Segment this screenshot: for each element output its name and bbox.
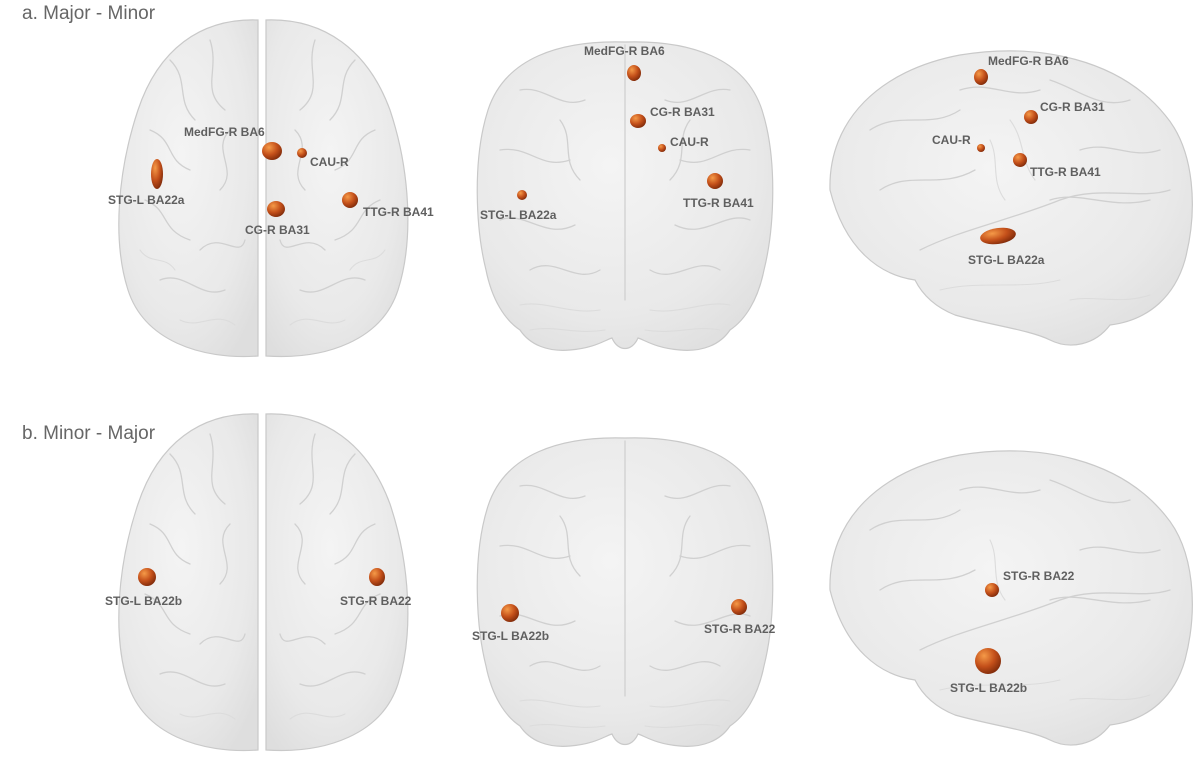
label-stg-l-ba22b-axial: STG-L BA22b: [105, 594, 182, 608]
label-cg-r-ba31-sagittal: CG-R BA31: [1040, 100, 1105, 114]
label-ttg-r-ba41-axial: TTG-R BA41: [363, 205, 434, 219]
panel-b-sagittal-labels: STG-R BA22 STG-L BA22b: [950, 569, 1075, 695]
label-stg-l-ba22a-coronal: STG-L BA22a: [480, 208, 557, 222]
label-stg-r-ba22-sagittal: STG-R BA22: [1003, 569, 1075, 583]
label-medfg-r-ba6-sagittal: MedFG-R BA6: [988, 54, 1069, 68]
panel-b-coronal-blobs: [501, 599, 747, 622]
panel-a-coronal-blobs: [517, 65, 723, 200]
label-stg-l-ba22a-sagittal: STG-L BA22a: [968, 253, 1045, 267]
label-cau-r-coronal: CAU-R: [670, 135, 709, 149]
label-medfg-r-ba6-axial: MedFG-R BA6: [184, 125, 265, 139]
blob-stg-l-ba22b-sagittal: [975, 648, 1001, 674]
label-cau-r-axial: CAU-R: [310, 155, 349, 169]
label-ttg-r-ba41-sagittal: TTG-R BA41: [1030, 165, 1101, 179]
panel-b-sagittal-blobs: [975, 583, 1001, 674]
blob-stg-l-ba22a-sagittal: [980, 227, 1016, 245]
panel-b-coronal-view: [476, 437, 774, 747]
label-stg-l-ba22b-sagittal: STG-L BA22b: [950, 681, 1027, 695]
label-stg-r-ba22-coronal: STG-R BA22: [704, 622, 776, 636]
blob-cg-r-ba31-sagittal: [1024, 110, 1038, 124]
blob-medfg-r-ba6-sagittal: [974, 69, 988, 85]
blob-medfg-r-ba6-coronal: [627, 65, 641, 81]
blob-stg-l-ba22a-coronal: [517, 190, 527, 200]
label-stg-l-ba22b-coronal: STG-L BA22b: [472, 629, 549, 643]
panel-b-axial-blobs: [138, 568, 385, 586]
blob-stg-r-ba22-coronal: [731, 599, 747, 615]
blob-ttg-r-ba41-axial: [342, 192, 358, 208]
panel-a-sagittal-labels: MedFG-R BA6 CG-R BA31 CAU-R TTG-R BA41 S…: [932, 54, 1105, 267]
label-stg-r-ba22-axial: STG-R BA22: [340, 594, 412, 608]
blob-cg-r-ba31-axial: [267, 201, 285, 217]
blob-cau-r-sagittal: [977, 144, 985, 152]
blob-ttg-r-ba41-coronal: [707, 173, 723, 189]
label-stg-l-ba22a-axial: STG-L BA22a: [108, 193, 185, 207]
panel-a-sagittal-blobs: [974, 69, 1038, 245]
panel-a-coronal-labels: MedFG-R BA6 CG-R BA31 CAU-R STG-L BA22a …: [480, 44, 754, 222]
blob-cg-r-ba31-coronal: [630, 114, 646, 128]
panel-a-axial-labels: MedFG-R BA6 CAU-R STG-L BA22a TTG-R BA41…: [108, 125, 434, 237]
blob-ttg-r-ba41-sagittal: [1013, 153, 1027, 167]
panel-a-title: a. Major - Minor: [22, 3, 156, 24]
blob-stg-l-ba22a-axial: [151, 159, 163, 189]
panel-b-axial-view: [118, 413, 409, 752]
panel-b-sagittal-view: [829, 450, 1193, 746]
blob-stg-r-ba22-axial: [369, 568, 385, 586]
blob-cau-r-coronal: [658, 144, 666, 152]
blob-stg-l-ba22b-axial: [138, 568, 156, 586]
blob-medfg-r-ba6-axial: [262, 142, 282, 160]
blob-cau-r-axial: [297, 148, 307, 158]
label-cg-r-ba31-axial: CG-R BA31: [245, 223, 310, 237]
label-cg-r-ba31-coronal: CG-R BA31: [650, 105, 715, 119]
panel-b-coronal-labels: STG-L BA22b STG-R BA22: [472, 622, 776, 643]
panel-a-axial-view: [118, 19, 409, 358]
label-medfg-r-ba6-coronal: MedFG-R BA6: [584, 44, 665, 58]
label-cau-r-sagittal: CAU-R: [932, 133, 971, 147]
blob-stg-r-ba22-sagittal: [985, 583, 999, 597]
label-ttg-r-ba41-coronal: TTG-R BA41: [683, 196, 754, 210]
panel-a-coronal-view: [476, 41, 774, 351]
panel-a-sagittal-view: [829, 50, 1193, 346]
panel-b-title: b. Minor - Major: [22, 423, 156, 444]
panel-b-axial-labels: STG-L BA22b STG-R BA22: [105, 594, 412, 608]
panel-a-axial-blobs: [151, 142, 358, 217]
blob-stg-l-ba22b-coronal: [501, 604, 519, 622]
